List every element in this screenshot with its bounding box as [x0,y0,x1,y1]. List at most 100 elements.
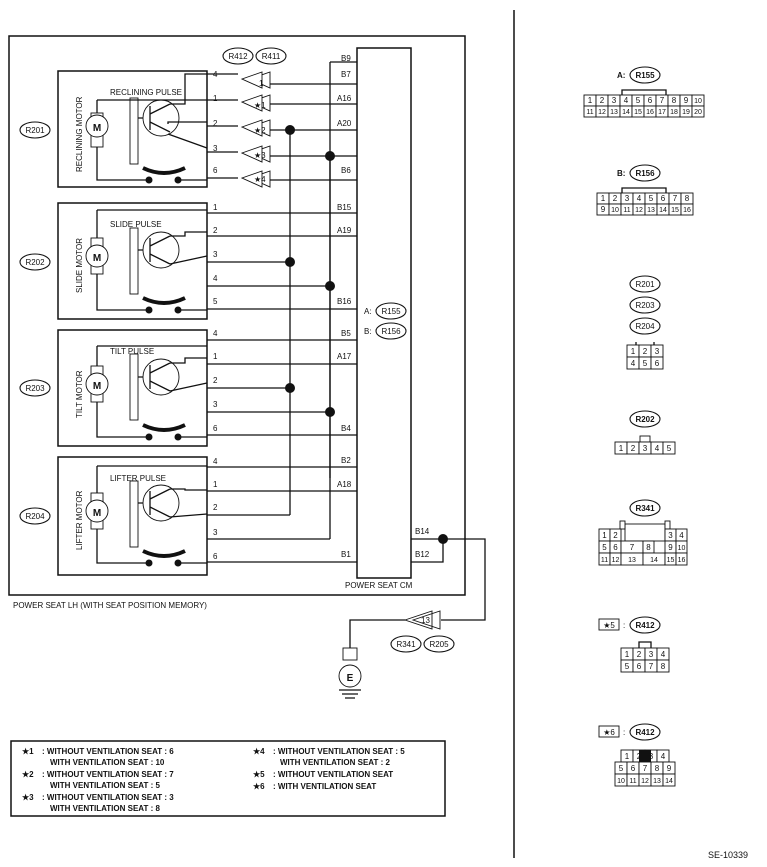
tilt-pin-6: 6 [213,424,218,433]
inline-pin-star4: ★4 [254,175,266,184]
connector-pin-label: 6 [648,96,653,105]
terminal-b6: B6 [341,166,351,175]
connector-pin-label: 9 [667,764,672,773]
lifter-motor-symbol [85,499,109,523]
conn-star6-label: ★6 [603,728,615,737]
note-mark-6: ★6 [253,782,265,791]
connector-pin-label: 15 [667,557,675,564]
connector-pin-label: 10 [694,98,702,105]
connector-pin-label: 8 [655,764,660,773]
connector-pin-label: 1 [601,194,606,203]
svg-text::: : [623,621,625,630]
terminal-b7: B7 [341,70,351,79]
connector-pin-label: 12 [598,109,606,116]
connector-pin-label: 7 [660,96,665,105]
note-mark-2: ★2 [22,770,34,779]
connector-pin-label: 5 [636,96,641,105]
connector-pin-label: 16 [683,207,691,214]
connector-pin-label: 7 [649,662,654,671]
connector-pin-label: 1 [588,96,593,105]
terminal-b4: B4 [341,424,351,433]
reclining-pin-6: 6 [213,166,218,175]
notes-box [10,740,446,817]
connector-pin-label: 16 [646,109,654,116]
terminal-a19: A19 [337,226,352,235]
note-mark-3: ★3 [22,793,34,802]
slide-pulse-label: SLIDE PULSE [110,220,162,229]
connector-r411-label: R411 [262,52,281,61]
connector-pin-label: 6 [631,764,636,773]
motor-code-r203: R203 [25,384,45,393]
terminal-b16: B16 [337,297,352,306]
connector-pin-label: 16 [678,557,686,564]
motor-code-r201: R201 [25,126,45,135]
connector-pin-label: 17 [658,109,666,116]
cm-connector-r156-oval [375,322,407,340]
connector-pin-label: 6 [661,194,666,203]
connector-pin-label: 3 [612,96,617,105]
ground-connector-triangle [403,610,441,630]
ground-pin-13: 13 [421,616,430,625]
connector-pin-label: 1 [631,347,636,356]
inline-pin-star2: ★2 [254,126,266,135]
note-mark-4: ★4 [253,747,265,756]
slide-motor-box [57,202,208,320]
connector-pin-cell [691,105,705,118]
connector-pin-label: 9 [668,543,673,552]
conn-r204-code: R204 [635,322,655,331]
conn-r156-code: R156 [635,169,655,178]
reclining-motor-block: RECLINING MOTOR RECLINING PULSE M [57,70,208,188]
motor-code-r204: R204 [25,512,45,521]
conn-r201-code: R201 [635,280,655,289]
connector-pin-label: 5 [649,194,654,203]
note-3-line-1: : WITHOUT VENTILATION SEAT : 3 [42,793,174,802]
conn-r203-code: R203 [635,301,655,310]
connector-pin-label: 8 [661,662,666,671]
connector-pin-label: 1 [625,650,630,659]
connector-pin-label: 4 [637,194,642,203]
connector-pin-label: 7 [630,543,635,552]
tilt-pin-3: 3 [213,400,218,409]
connector-pin-label: 6 [655,359,660,368]
connector-pin-label: 13 [628,557,636,564]
connector-pin-label: 6 [613,543,618,552]
connector-pin-label: 12 [641,778,649,785]
connector-pin-label: 13 [610,109,618,116]
connector-key-block [639,750,651,762]
slide-motor-block: SLIDE MOTOR SLIDE PULSE M [57,202,208,320]
note-6-line-1: : WITH VENTILATION SEAT [273,782,376,791]
terminal-b1: B1 [341,550,351,559]
connector-pin-label: 18 [670,109,678,116]
power-seat-cm-label: POWER SEAT CM [345,581,413,590]
connector-pin-label: 11 [586,109,593,116]
connector-pin-label: 2 [613,531,618,540]
connector-pin-label: 9 [684,96,689,105]
ground-conn-r205: R205 [429,640,449,649]
terminal-a16: A16 [337,94,352,103]
lifter-motor-block: LIFTER MOTOR LIFTER PULSE M [57,456,208,576]
reclining-pin-1: 1 [213,94,218,103]
conn-star5-label: ★5 [603,621,615,630]
note-2-line-2: WITH VENTILATION SEAT : 5 [50,781,160,790]
ground-e-symbol [338,664,362,688]
conn-r156-prefix: B: [617,169,625,178]
connector-pin-label: 3 [625,194,630,203]
conn-r412-5-code: R412 [635,621,655,630]
reclining-motor-box [57,70,208,188]
connector-pin-cell [650,356,664,370]
connector-r412-label: R412 [228,52,248,61]
connector-pin-label: 12 [635,207,643,214]
slide-motor-label: SLIDE MOTOR [75,238,84,293]
connector-pin-label: 5 [667,444,672,453]
connector-pin-label: 19 [682,109,690,116]
note-mark-1: ★1 [22,747,34,756]
note-1-line-1: : WITHOUT VENTILATION SEAT : 6 [42,747,174,756]
cm-connector-r155-oval [375,302,407,320]
connector-pin-label: 2 [600,96,605,105]
conn-r412-6-code: R412 [635,728,655,737]
lifter-pin-6: 6 [213,552,218,561]
notes: ★1 : WITHOUT VENTILATION SEAT : 6 WITH V… [22,747,405,813]
